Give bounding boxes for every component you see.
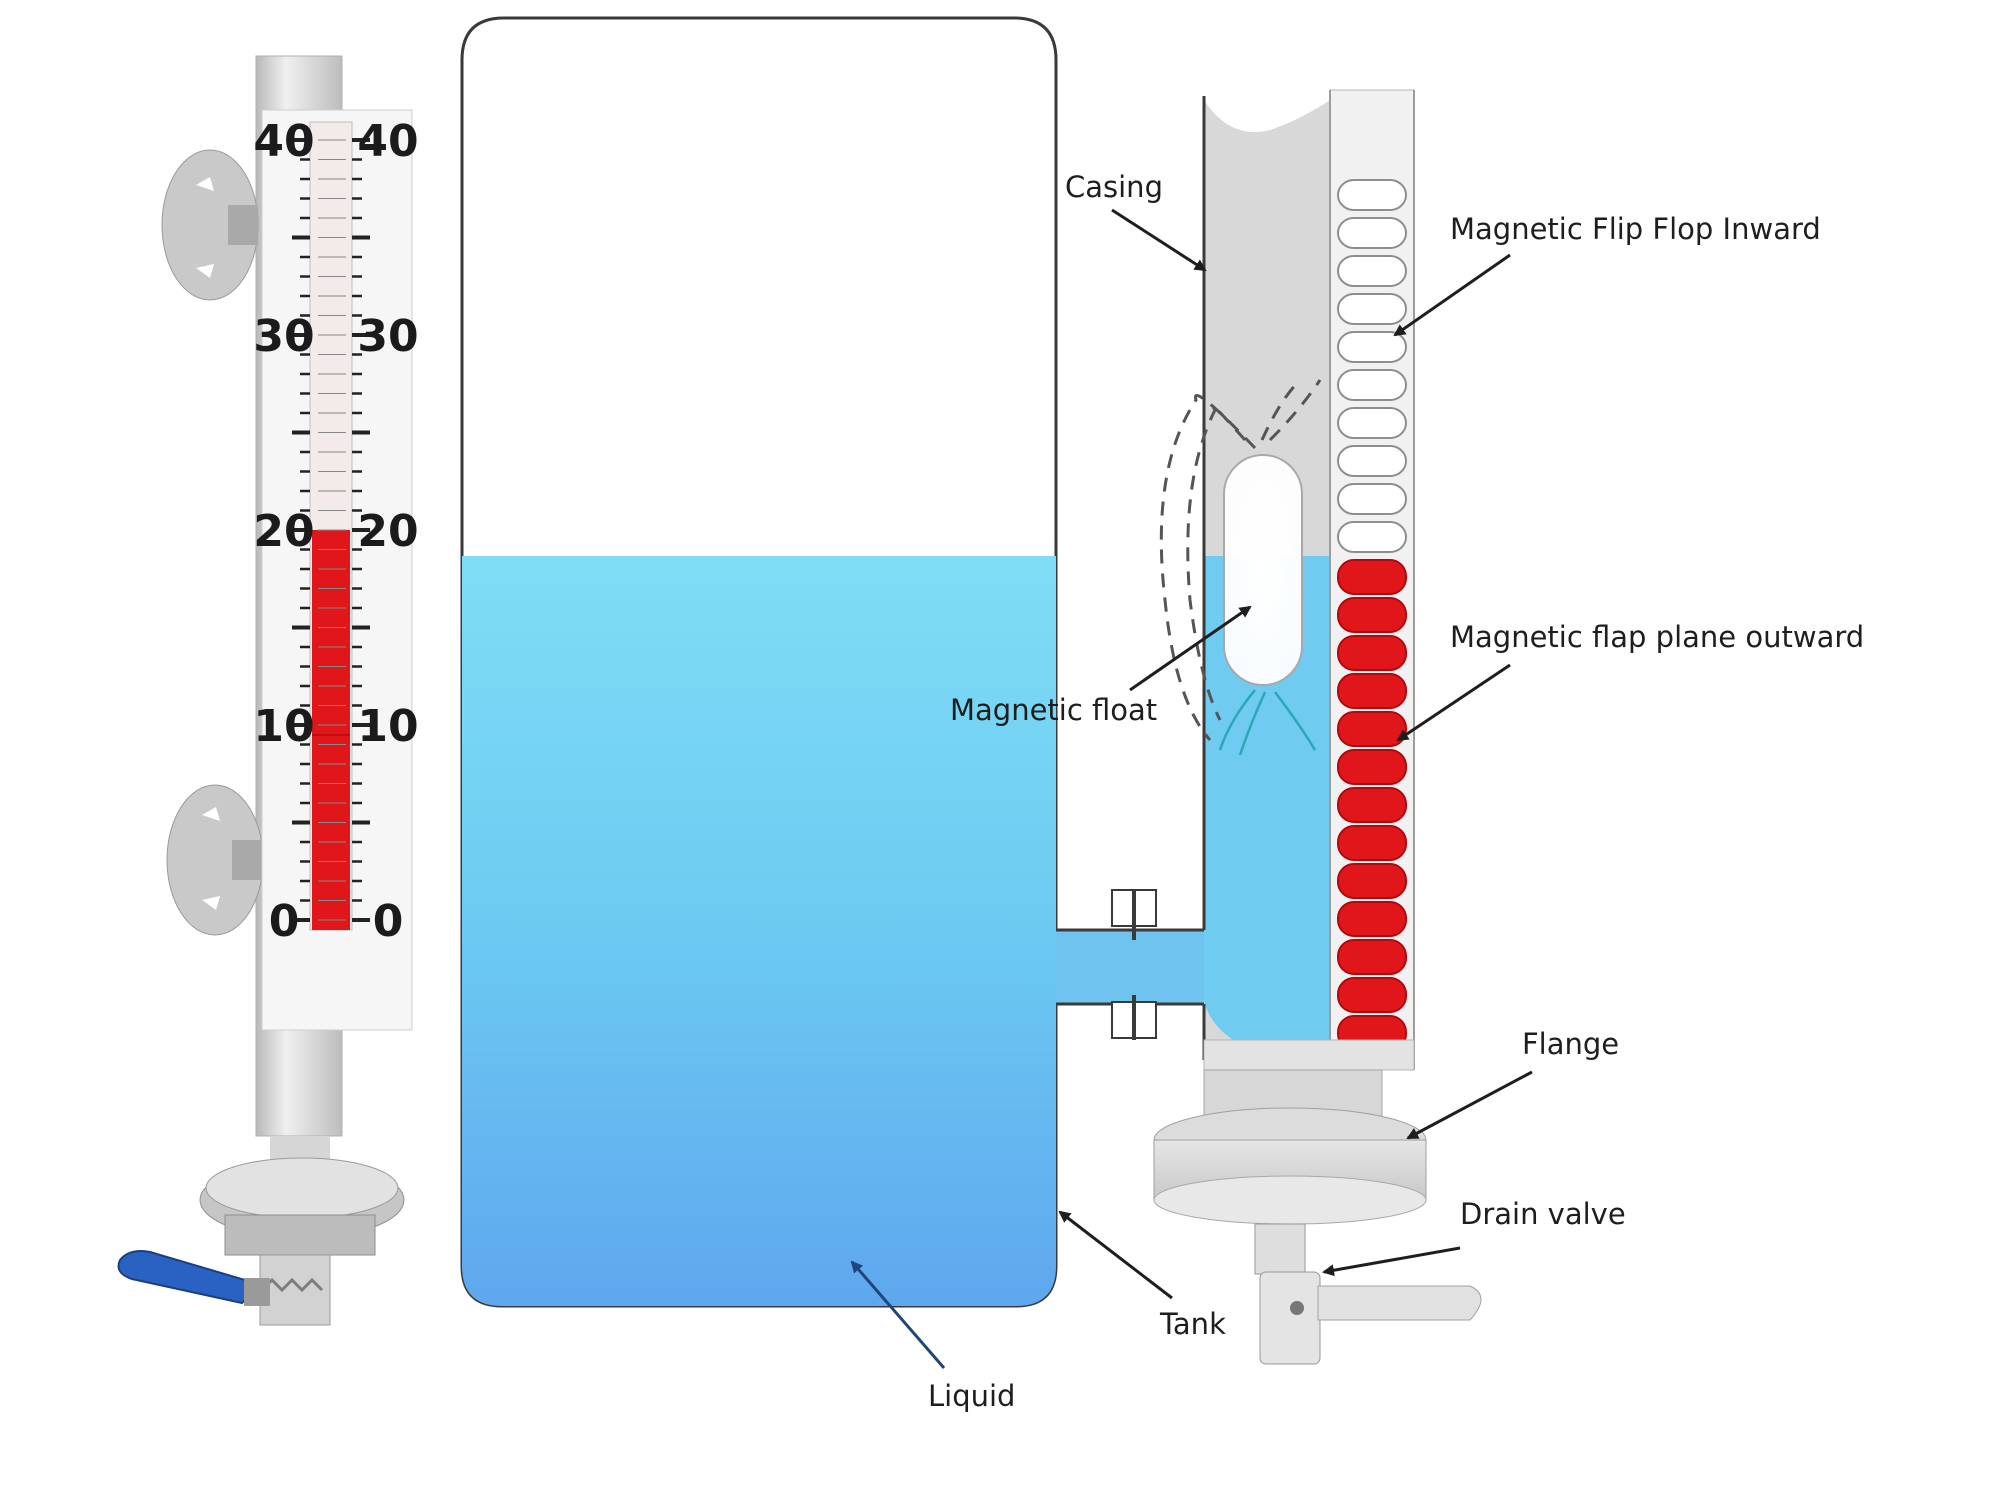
scale-number-left: 40 [253,116,314,167]
bottom-flange-assembly [199,1136,405,1326]
flap-outward [1337,559,1407,595]
lower-mount-flange [166,784,264,936]
drain-valve [1254,1223,1482,1365]
scale-number-right: 0 [373,896,404,947]
flap-inward [1337,369,1407,401]
magnetic-float [1223,454,1303,686]
label-casing: Casing [1065,170,1163,204]
flap-outward [1337,597,1407,633]
flap-inward [1337,521,1407,553]
upper-mount-flange [161,149,259,301]
label-flap-outward: Magnetic flap plane outward [1450,620,1865,654]
scale-numbers: 40 40 30 30 20 20 10 10 0 0 [253,116,418,947]
flap-inward [1337,445,1407,477]
flap-outward [1337,825,1407,861]
drain-valve-arrow [1322,1246,1461,1277]
flange-arrow [1406,1070,1533,1140]
scale-number-right: 20 [357,506,418,557]
scale-number-left: 0 [269,896,300,947]
flap-inward [1337,179,1407,211]
flap-inward [1337,255,1407,287]
tank-arrow [1058,1210,1173,1300]
flap-outward [1337,939,1407,975]
flap-outward [1337,749,1407,785]
label-liquid: Liquid [928,1379,1016,1413]
flap-outward [1337,711,1407,747]
scale-ticks [292,138,370,922]
scale-number-left: 20 [253,506,314,557]
flap-inward [1337,293,1407,325]
float-arrow [1129,605,1252,692]
flap-outward [1337,977,1407,1013]
gauge-valve-handle [117,1250,270,1306]
chamber-liquid [1204,556,1330,1054]
flap-inward [1337,217,1407,249]
flap-outward [1337,787,1407,823]
flap-outward [1337,673,1407,709]
callout-arrows [850,208,1533,1369]
flap-outward [1337,901,1407,937]
upper-nozzle-flange [1111,889,1157,940]
tank [460,16,1058,1308]
product-gauge: 40 40 30 30 20 20 10 10 0 0 [117,55,419,1326]
lower-nozzle-flange [1111,995,1157,1040]
label-drain-valve: Drain valve [1460,1197,1626,1231]
magnetic-flaps [1337,179,1407,1051]
connecting-pipes [1056,889,1204,1040]
scale-number-right: 10 [357,701,418,752]
flap-outward [1337,863,1407,899]
chamber-cross-section [1153,89,1482,1365]
label-flip-inward: Magnetic Flip Flop Inward [1450,212,1821,246]
flap-inward [1337,331,1407,363]
liquid [462,556,1056,1306]
casing-arrow [1111,208,1207,272]
label-flange: Flange [1522,1027,1620,1061]
flap-inward [1337,483,1407,515]
flip-inward-arrow [1393,253,1511,337]
magnetic-field-lines [1159,378,1322,741]
label-float: Magnetic float [950,693,1158,727]
chamber-flange [1153,1039,1427,1225]
flap-inward [1337,407,1407,439]
scale-number-left: 30 [253,311,314,362]
scale-number-right: 30 [357,311,418,362]
label-tank: Tank [1160,1307,1226,1341]
indicator-level-column [312,530,350,930]
scale-number-right: 40 [357,116,418,167]
liquid-arrow [850,1260,946,1369]
flap-outward-arrow [1396,663,1511,742]
flap-outward [1337,635,1407,671]
scale-number-left: 10 [253,701,314,752]
